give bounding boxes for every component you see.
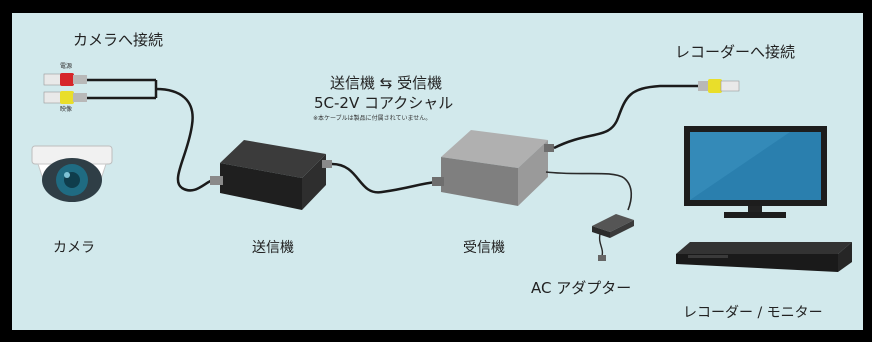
- recorder-icon: [676, 242, 852, 272]
- video-plug-tip: [43, 91, 63, 104]
- connect-recorder-label: レコーダーへ接続: [675, 43, 796, 61]
- coax-cable-recorder: [553, 84, 700, 150]
- power-tag-label: 電源: [60, 63, 73, 70]
- transmitter-label: 送信機: [252, 240, 294, 256]
- power-plug-tip: [43, 73, 63, 86]
- video-plug-sleeve: [73, 93, 87, 102]
- receiver-icon: [432, 130, 554, 206]
- monitor-icon: [684, 126, 827, 218]
- ac-adapter-label: AC アダプター: [531, 279, 632, 297]
- cable-type-label: 5C-2V コアクシャル: [314, 94, 454, 112]
- video-plug-yellow: [60, 91, 74, 104]
- ac-adapter-cable: [545, 171, 633, 211]
- ac-adapter-icon: [592, 214, 634, 261]
- receiver-label: 受信機: [463, 240, 505, 256]
- coax-cable-link: [331, 162, 437, 194]
- camera-icon: [31, 145, 113, 202]
- power-plug-sleeve: [73, 75, 87, 84]
- recorder-rca-plug: [698, 79, 740, 93]
- cable-note-label: ※本ケーブルは製品に付属されていません。: [313, 115, 432, 122]
- camera-rca-plugs: [43, 73, 158, 104]
- link-title-label: 送信機 ⇆ 受信機: [330, 74, 443, 92]
- connect-camera-label: カメラへ接続: [73, 31, 164, 49]
- power-plug-red: [60, 73, 74, 86]
- recorder-monitor-label: レコーダー / モニター: [683, 305, 823, 321]
- coax-cable-camera: [155, 87, 214, 192]
- transmitter-icon: [210, 140, 332, 210]
- camera-label: カメラ: [53, 240, 95, 256]
- video-tag-label: 映像: [60, 106, 73, 113]
